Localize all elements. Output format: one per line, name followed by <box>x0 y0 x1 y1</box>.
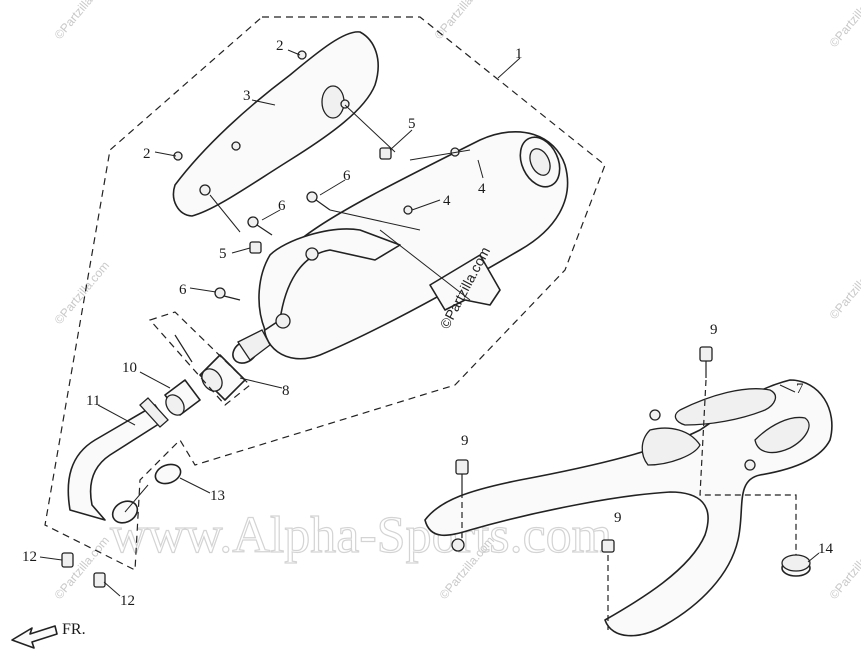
callout-1: 1 <box>515 46 523 62</box>
callout-12-right: 12 <box>120 593 135 609</box>
partzilla-watermark: ©Partzilla.com <box>827 254 861 322</box>
callout-2-lower: 2 <box>143 146 151 162</box>
partzilla-watermark: ©Partzilla.com <box>52 534 113 602</box>
bolt-2a <box>297 50 307 60</box>
callout-6-mid: 6 <box>278 198 286 214</box>
bolt-12b <box>93 572 106 588</box>
callout-9-left: 9 <box>461 433 469 449</box>
callout-4-mid: 4 <box>443 193 451 209</box>
callout-7: 7 <box>796 381 804 397</box>
pipe-sleeve <box>164 379 201 416</box>
collar-5b <box>249 241 262 254</box>
callout-14: 14 <box>818 541 834 557</box>
partzilla-watermark: ©Partzilla.com <box>52 0 113 42</box>
assembly-lines <box>124 104 471 513</box>
carrier-spacer <box>781 554 811 577</box>
callout-10: 10 <box>122 360 137 376</box>
carrier-assembly-lines <box>461 379 797 630</box>
callout-leaders <box>39 49 820 597</box>
partzilla-watermark: ©Partzilla.com <box>827 0 861 50</box>
pipe-clamp <box>148 311 251 406</box>
callout-4-right: 4 <box>478 181 486 197</box>
front-direction-label: FR. <box>62 621 86 638</box>
callout-labels: 1 2 2 3 4 4 5 5 6 6 6 7 8 9 9 9 10 11 12… <box>22 38 834 609</box>
callout-9-right: 9 <box>710 322 718 338</box>
callout-12-left: 12 <box>22 549 37 565</box>
callout-9-bottom: 9 <box>614 510 622 526</box>
front-arrow-icon <box>11 625 58 649</box>
callout-3: 3 <box>243 88 251 104</box>
bolt-6a <box>306 191 331 211</box>
bolt-12a <box>61 552 74 568</box>
partzilla-watermark: ©Partzilla.com <box>52 259 113 327</box>
callout-8: 8 <box>282 383 290 399</box>
carrier-bolt-9a <box>699 346 713 378</box>
alpha-sports-watermark: www.Alpha-Sports.com <box>110 507 612 564</box>
rear-carrier <box>424 379 833 637</box>
front-direction-indicator: FR. <box>11 621 86 649</box>
partzilla-watermark: ©Partzilla.com <box>432 0 493 42</box>
heat-shield <box>172 31 379 217</box>
callout-6-lower: 6 <box>179 282 187 298</box>
callout-11: 11 <box>86 393 100 409</box>
callout-2-upper: 2 <box>276 38 284 54</box>
muffler-body <box>258 131 569 360</box>
bolt-6b <box>247 216 273 236</box>
gasket <box>154 463 182 485</box>
callout-6-upper: 6 <box>343 168 351 184</box>
collar-5a <box>379 147 392 160</box>
muffler-inlet <box>232 329 271 364</box>
callout-13: 13 <box>210 488 225 504</box>
callout-5-upper: 5 <box>408 116 416 132</box>
muffler-assembly-boundary <box>44 16 606 571</box>
bolt-6c <box>214 287 241 301</box>
carrier-bolt-9c <box>601 539 615 553</box>
callout-5-lower: 5 <box>219 246 227 262</box>
carrier-bolt-9b <box>455 459 469 492</box>
clip-4b <box>403 205 413 215</box>
